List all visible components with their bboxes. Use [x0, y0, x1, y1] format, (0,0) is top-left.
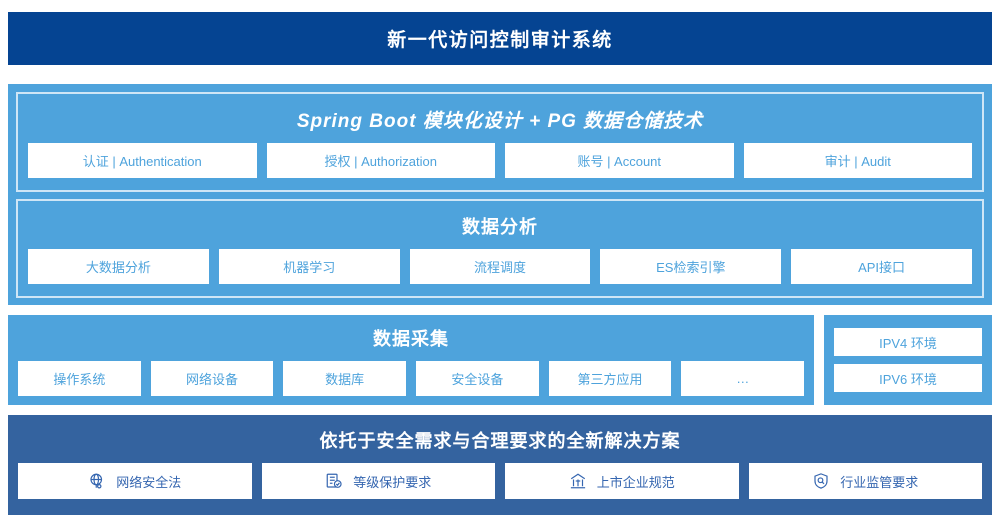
analysis-card-api[interactable]: API接口 — [791, 249, 972, 284]
compliance-card-industry-regulation[interactable]: 行业监管要求 — [748, 463, 982, 499]
analysis-card-machine-learning[interactable]: 机器学习 — [218, 249, 400, 284]
compliance-card-listed-company[interactable]: 上市企业规范 — [505, 463, 739, 499]
compliance-title: 依托于安全需求与合理要求的全新解决方案 — [319, 431, 681, 451]
analysis-card-row: 大数据分析 机器学习 流程调度 ES检索引擎 API接口 — [28, 249, 972, 284]
collection-section: 数据采集 操作系统 网络设备 数据库 安全设备 第三方应用 … IPV4 环境 … — [8, 315, 992, 405]
compliance-card-label: 上市企业规范 — [596, 474, 675, 490]
collection-card-database[interactable]: 数据库 — [283, 361, 407, 396]
shield-search-icon — [812, 472, 830, 490]
compliance-card-classified-protection[interactable]: 等级保护要求 — [261, 463, 495, 499]
tech-card-account[interactable]: 账号 | Account — [505, 143, 734, 178]
compliance-card-row: 网络安全法 等级保护要求 — [18, 463, 982, 499]
compliance-card-label: 网络安全法 — [116, 474, 182, 490]
platform-section: Spring Boot 模块化设计 + PG 数据仓储技术 认证 | Authe… — [8, 84, 992, 305]
page-title: 新一代访问控制审计系统 — [387, 30, 613, 51]
collection-card-network-device[interactable]: 网络设备 — [150, 361, 274, 396]
collection-card-third-party-app[interactable]: 第三方应用 — [548, 361, 672, 396]
analysis-card-process-scheduling[interactable]: 流程调度 — [409, 249, 591, 284]
analysis-card-es-search[interactable]: ES检索引擎 — [600, 249, 782, 284]
compliance-card-label: 等级保护要求 — [353, 474, 432, 490]
environment-panel: IPV4 环境 IPV6 环境 — [824, 315, 992, 405]
analysis-band-title: 数据分析 — [462, 217, 538, 237]
tech-card-audit[interactable]: 审计 | Audit — [743, 143, 972, 178]
collection-title: 数据采集 — [373, 329, 449, 349]
collection-card-security-device[interactable]: 安全设备 — [416, 361, 539, 396]
tech-card-row: 认证 | Authentication 授权 | Authorization 账… — [28, 143, 972, 178]
compliance-card-label: 行业监管要求 — [840, 474, 919, 490]
environment-card-ipv4[interactable]: IPV4 环境 — [834, 328, 982, 356]
collection-card-more[interactable]: … — [681, 361, 805, 396]
bank-building-icon — [569, 472, 587, 490]
document-check-icon — [325, 472, 343, 490]
page-header: 新一代访问控制审计系统 — [8, 12, 992, 65]
collection-main-panel: 数据采集 操作系统 网络设备 数据库 安全设备 第三方应用 … — [8, 315, 814, 405]
environment-card-ipv6[interactable]: IPV6 环境 — [834, 364, 982, 392]
tech-card-authentication[interactable]: 认证 | Authentication — [28, 143, 257, 178]
compliance-section: 依托于安全需求与合理要求的全新解决方案 网络安全法 — [8, 415, 992, 515]
collection-card-row: 操作系统 网络设备 数据库 安全设备 第三方应用 … — [18, 361, 805, 396]
analysis-band: 数据分析 大数据分析 机器学习 流程调度 ES检索引擎 API接口 — [16, 199, 984, 298]
collection-card-os[interactable]: 操作系统 — [18, 361, 141, 396]
tech-band-title: Spring Boot 模块化设计 + PG 数据仓储技术 — [296, 111, 704, 132]
globe-network-icon — [88, 472, 106, 490]
compliance-card-cybersecurity-law[interactable]: 网络安全法 — [18, 463, 252, 499]
tech-band: Spring Boot 模块化设计 + PG 数据仓储技术 认证 | Authe… — [16, 92, 984, 192]
tech-card-authorization[interactable]: 授权 | Authorization — [266, 143, 495, 178]
analysis-card-bigdata[interactable]: 大数据分析 — [28, 249, 209, 284]
